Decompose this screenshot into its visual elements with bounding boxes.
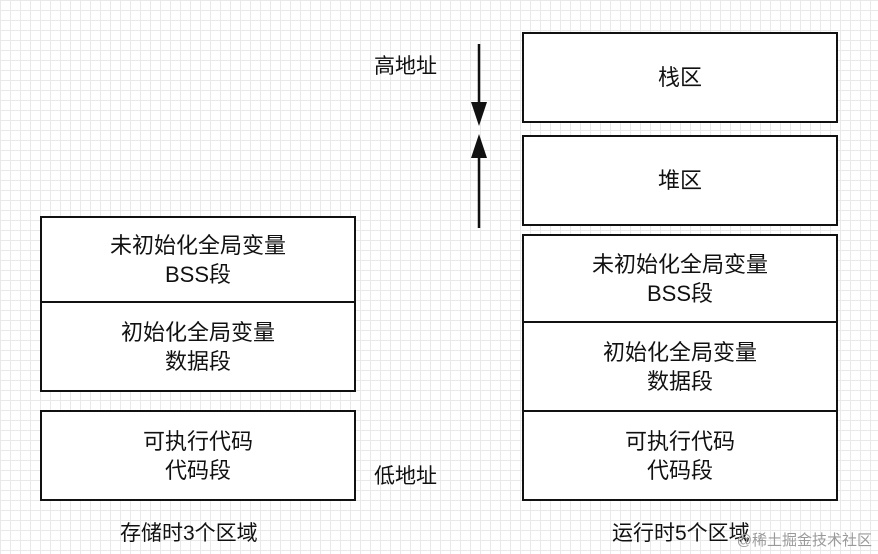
right-code-line1: 可执行代码	[624, 428, 735, 454]
heap-up-arrow-icon	[471, 134, 487, 228]
left-data-segment: 初始化全局变量 数据段	[40, 301, 356, 392]
left-code-segment: 可执行代码 代码段	[40, 410, 356, 501]
left-data-line1: 初始化全局变量	[120, 319, 275, 345]
right-bss-line2: BSS段	[646, 280, 714, 306]
low-address-label: 低地址	[374, 465, 437, 488]
right-data-line2: 数据段	[646, 368, 713, 394]
right-stack-segment: 栈区	[522, 32, 838, 123]
right-data-line1: 初始化全局变量	[602, 339, 757, 365]
left-bss-line1: 未初始化全局变量	[109, 232, 286, 258]
right-caption: 运行时5个区域	[612, 522, 750, 545]
left-data-line2: 数据段	[164, 348, 231, 374]
right-code-segment: 可执行代码 代码段	[522, 410, 838, 501]
left-code-line2: 代码段	[164, 457, 231, 483]
right-heap-segment: 堆区	[522, 135, 838, 226]
left-bss-line2: BSS段	[164, 261, 232, 287]
right-bss-line1: 未初始化全局变量	[591, 251, 768, 277]
left-bss-segment: 未初始化全局变量 BSS段	[40, 216, 356, 303]
right-heap-line1: 堆区	[657, 168, 702, 193]
left-caption: 存储时3个区域	[120, 522, 258, 545]
watermark: @稀土掘金技术社区	[736, 532, 872, 549]
left-code-line1: 可执行代码	[142, 428, 253, 454]
right-data-segment: 初始化全局变量 数据段	[522, 321, 838, 412]
stack-down-arrow-icon	[471, 44, 487, 126]
high-address-label: 高地址	[374, 55, 437, 78]
right-stack-line1: 栈区	[657, 65, 702, 90]
right-bss-segment: 未初始化全局变量 BSS段	[522, 234, 838, 323]
right-code-line2: 代码段	[646, 457, 713, 483]
